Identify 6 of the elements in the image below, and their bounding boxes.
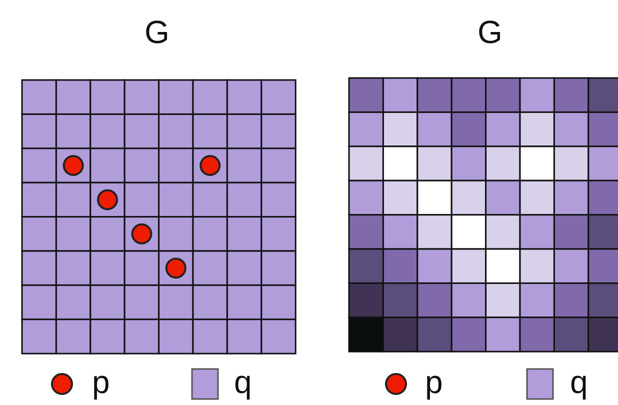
legend-label: q — [234, 366, 252, 398]
legend-label: q — [570, 366, 588, 398]
legend-label: p — [92, 366, 110, 398]
panel-title: G — [144, 14, 170, 51]
legend-label: p — [425, 366, 443, 398]
panel-title: G — [478, 14, 502, 51]
